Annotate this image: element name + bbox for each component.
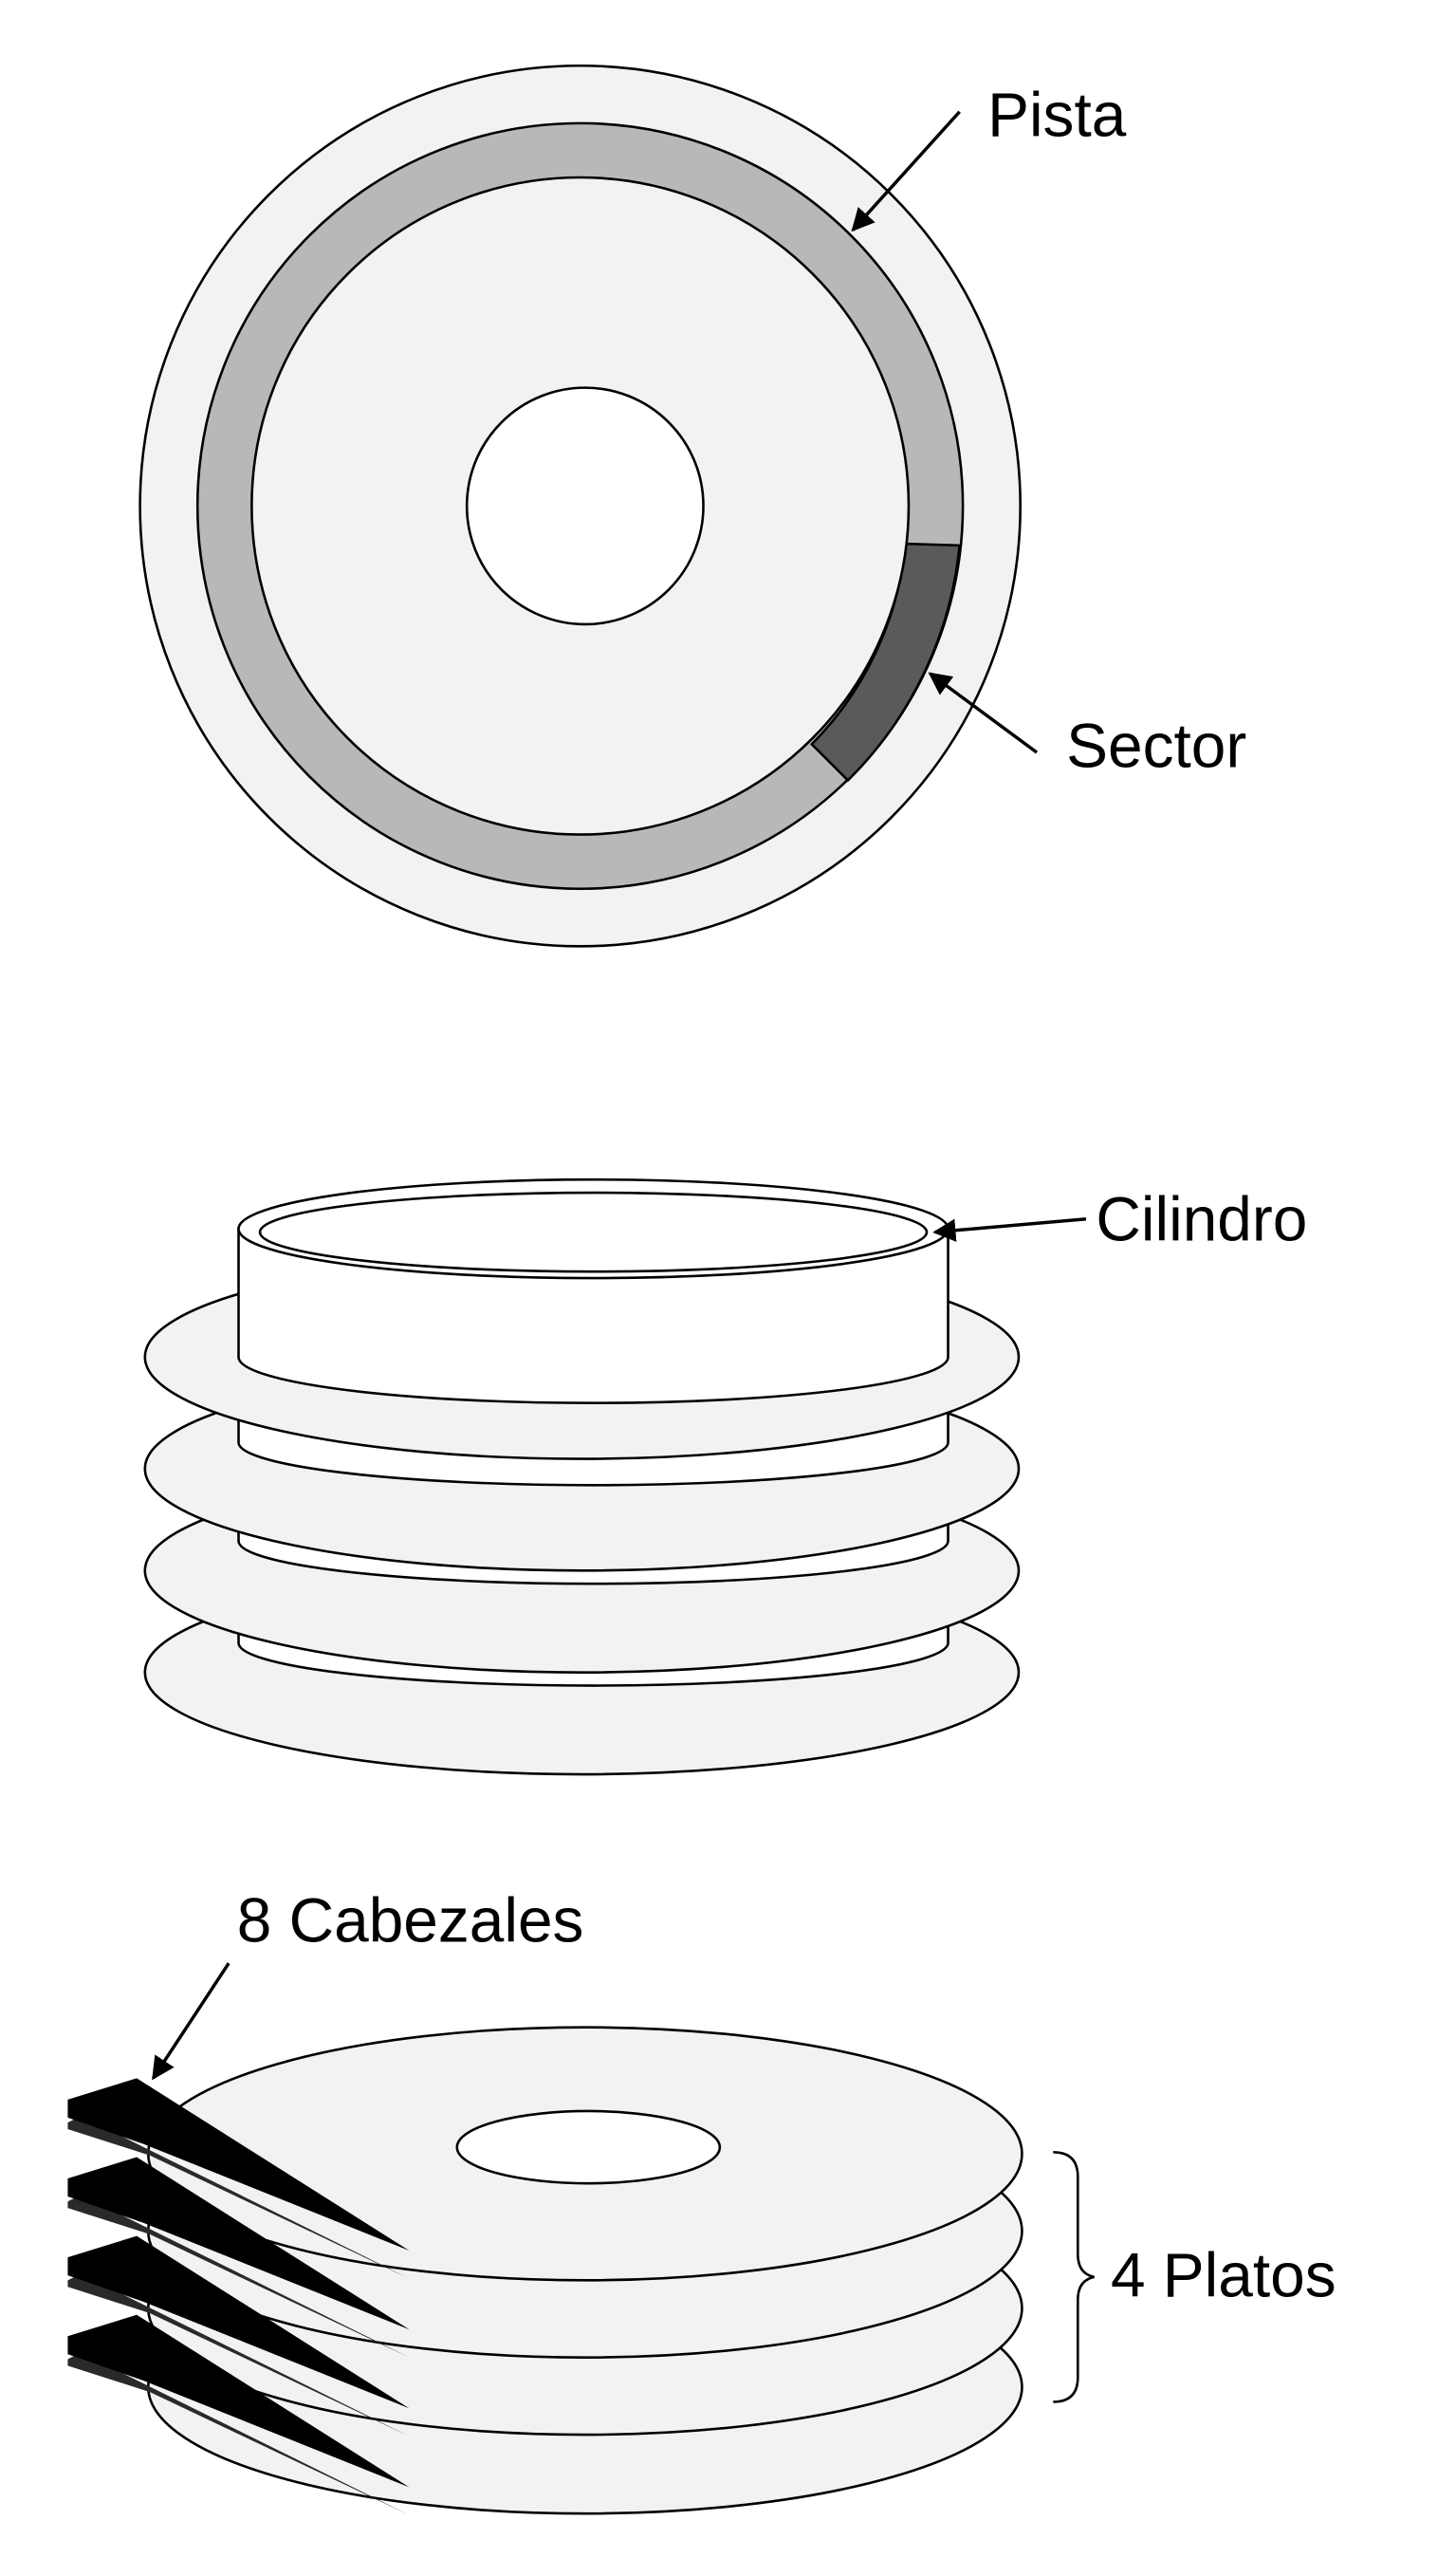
head-icon	[67, 2116, 410, 2279]
platters-brace	[1053, 2150, 1095, 2403]
heads-arrow	[152, 1962, 230, 2081]
cylinder-arrow	[932, 1217, 1087, 1242]
head-icon	[67, 2273, 410, 2437]
track-label: Pista	[987, 80, 1127, 150]
track-arrow	[851, 110, 961, 232]
cylinder-view	[143, 1177, 1021, 1776]
cylinder-label: Cilindro	[1096, 1183, 1307, 1253]
spindle-hole	[465, 386, 705, 626]
head-icon	[67, 2352, 410, 2515]
head-pair	[67, 2078, 410, 2279]
head-icon	[67, 2195, 410, 2358]
head-icon	[67, 2078, 410, 2252]
sector-arrow	[928, 672, 1039, 754]
head-pair	[67, 2314, 410, 2515]
head-icon	[67, 2314, 410, 2488]
head-icon	[67, 2235, 410, 2409]
heads-label: 8 Cabezales	[237, 1885, 584, 1955]
spindle-hole	[455, 2109, 722, 2185]
sector-label: Sector	[1066, 711, 1246, 781]
platters-label: 4 Platos	[1111, 2240, 1336, 2310]
platter-stack	[146, 2026, 1023, 2515]
head-pair	[67, 2157, 410, 2358]
head-icon	[67, 2157, 410, 2330]
platter-top-view	[138, 64, 1023, 948]
read-write-heads	[67, 2078, 410, 2515]
head-pair	[67, 2235, 410, 2437]
